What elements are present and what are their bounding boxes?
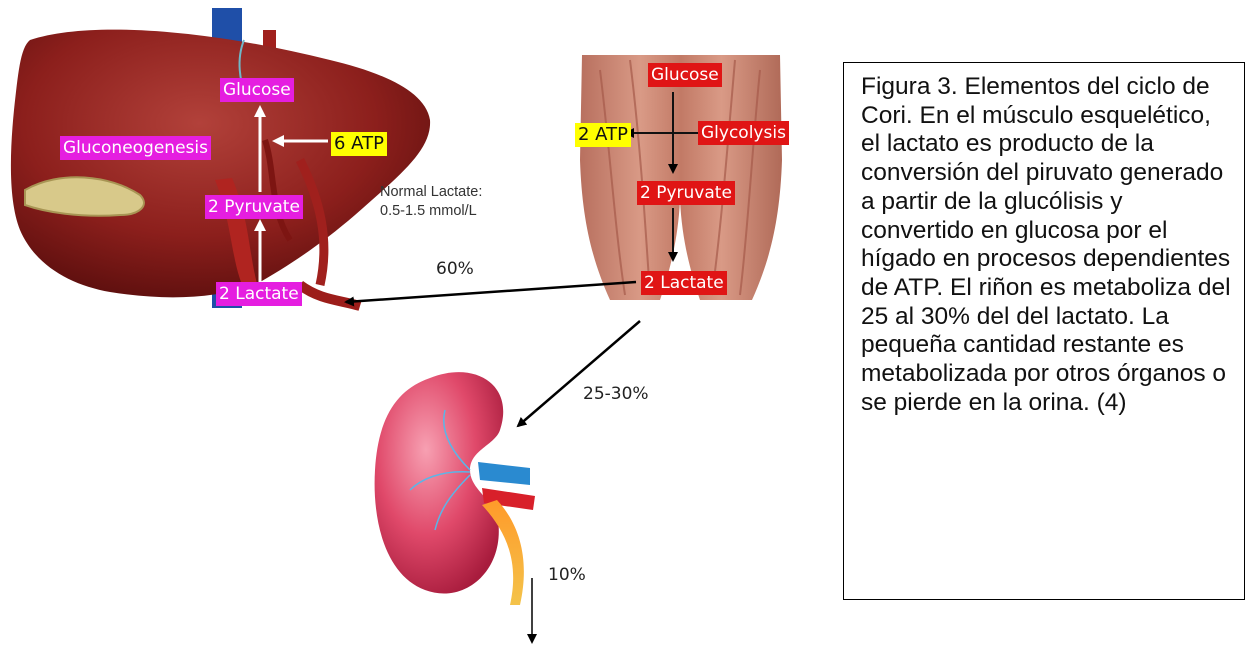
flow-to-liver-percent: 60%	[436, 259, 474, 279]
liver-glucose-label: Glucose	[220, 78, 294, 102]
kidney-illustration	[375, 372, 535, 605]
flow-to-kidney-percent: 25-30%	[583, 384, 649, 404]
muscle-atp-label: 2 ATP	[575, 123, 631, 147]
muscle-glucose-label: Glucose	[648, 63, 722, 87]
normal-lactate-range: 0.5-1.5 mmol/L	[380, 202, 482, 221]
figure-caption: Figura 3. Elementos del ciclo de Cori. E…	[861, 73, 1236, 417]
liver-lactate-label: 2 Lactate	[216, 282, 302, 306]
renal-vein	[478, 462, 530, 485]
liver-pyruvate-label: 2 Pyruvate	[205, 195, 303, 219]
normal-lactate-note: Normal Lactate: 0.5-1.5 mmol/L	[380, 183, 482, 221]
glycolysis-label: Glycolysis	[698, 121, 789, 145]
arrow-muscle-to-kidney	[518, 321, 640, 426]
figure-caption-box: Figura 3. Elementos del ciclo de Cori. E…	[843, 62, 1245, 600]
muscle-illustration	[580, 55, 782, 300]
muscle-pyruvate-label: 2 Pyruvate	[637, 181, 735, 205]
normal-lactate-title: Normal Lactate:	[380, 183, 482, 202]
liver-atp-label: 6 ATP	[331, 132, 387, 156]
liver-lobe	[11, 30, 430, 298]
flow-excreted-percent: 10%	[548, 565, 586, 585]
gluconeogenesis-label: Gluconeogenesis	[60, 136, 211, 160]
arrow-muscle-to-liver	[346, 282, 636, 302]
kidney-shape	[375, 372, 504, 593]
muscle-lactate-label: 2 Lactate	[641, 271, 727, 295]
